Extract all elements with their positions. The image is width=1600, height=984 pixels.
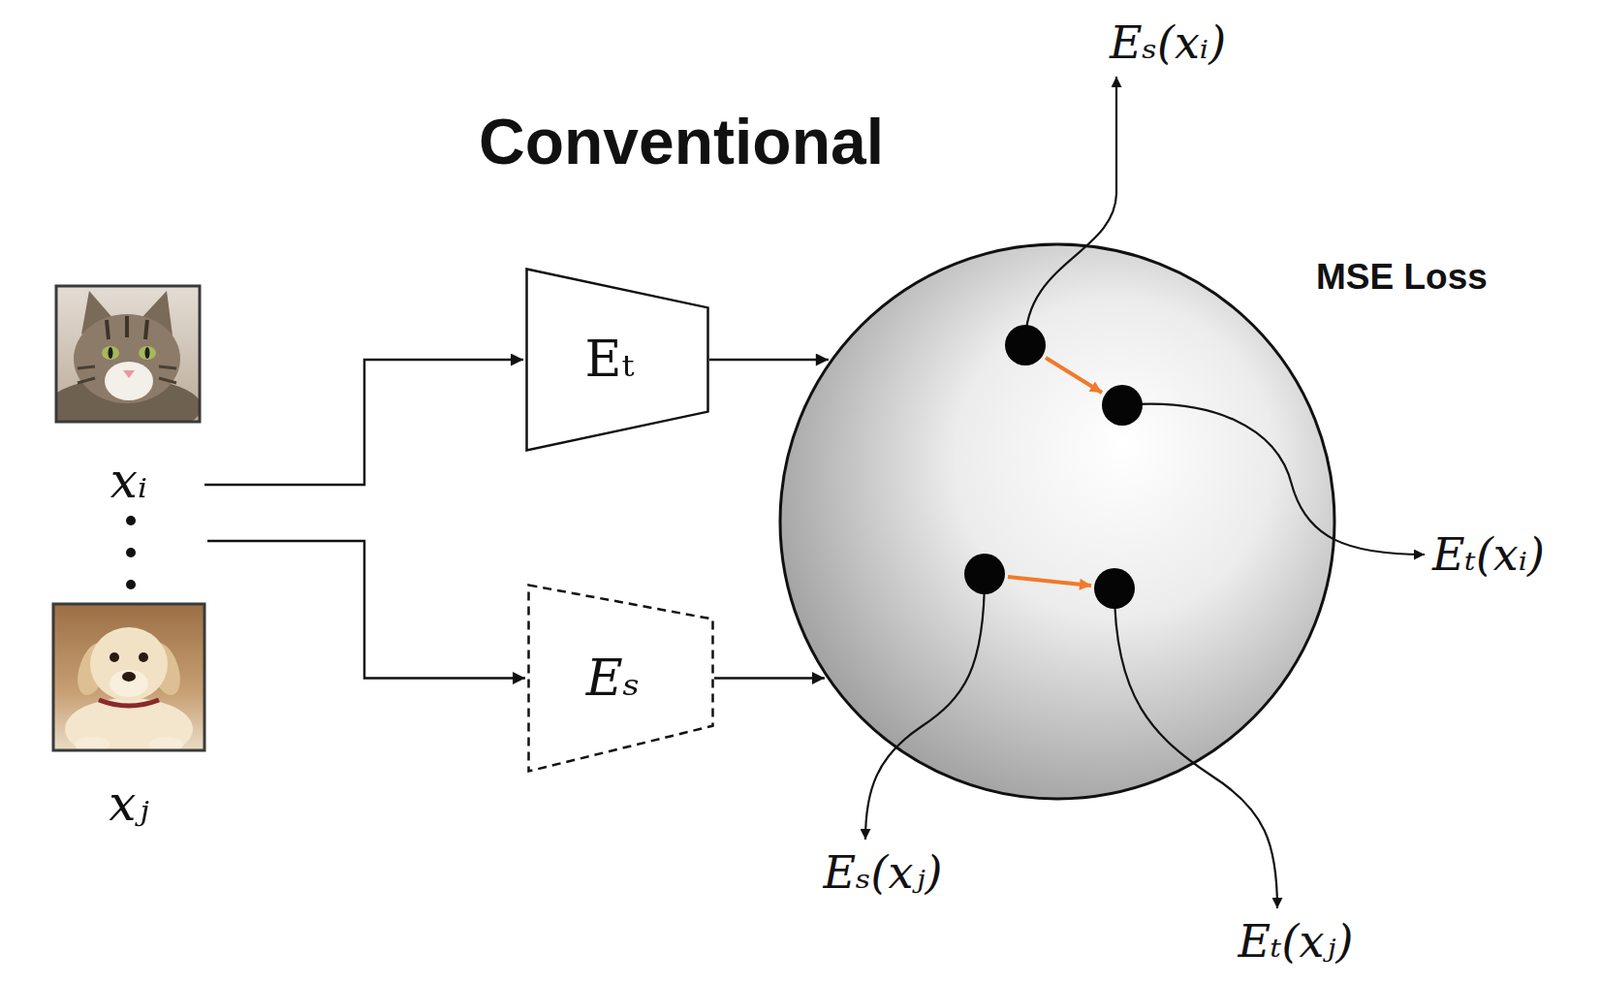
node-label: MSE Loss <box>1316 256 1488 299</box>
title-anchor: Conventional <box>478 105 884 180</box>
input-image: xⱼ <box>50 528 208 839</box>
cat-photo-part <box>145 346 151 359</box>
teacher-encoder: Eₜ <box>525 267 710 452</box>
cat-photo-part <box>138 345 157 360</box>
cat-photo-part <box>73 313 181 404</box>
embedding-sphere: MSE Loss <box>778 242 1337 801</box>
leader-line <box>1114 588 1278 909</box>
dog-photo-part <box>138 652 149 662</box>
image-frame <box>53 603 205 751</box>
cat-photo-part <box>77 366 177 383</box>
mse-arrows-part <box>1045 357 1102 393</box>
embedding-label: Eₜ(xᵢ) <box>1432 529 1545 581</box>
dog-photo-part <box>53 603 205 751</box>
dog-photo-part <box>148 736 184 751</box>
sphere-shape <box>780 244 1335 799</box>
cat-photo-part <box>56 285 200 422</box>
dog-photo-part <box>143 638 187 699</box>
mse-arrows <box>1007 357 1102 586</box>
ellipsis-dots-part <box>125 579 136 590</box>
embedding-dots-part <box>1094 567 1135 609</box>
leader-lines <box>865 76 1425 909</box>
dog-photo-part <box>98 699 159 706</box>
cat-photo-part <box>141 290 173 336</box>
dog-photo-part <box>71 638 115 699</box>
cat-photo-part <box>106 315 148 340</box>
node-label: xⱼ <box>108 776 149 833</box>
embedding-label: Eₛ(xᵢ) <box>1109 17 1226 69</box>
mse-arrows-part <box>1007 576 1092 586</box>
student-encoder: Eₛ <box>527 583 715 773</box>
dog-photo-part <box>74 736 110 751</box>
flow-arrow <box>714 676 825 680</box>
cat-photo-part <box>108 346 114 359</box>
flow-arrow <box>204 359 524 485</box>
label-anchor: Eₜ(xᵢ) <box>1432 529 1545 581</box>
dog-photo-part <box>64 697 193 751</box>
flow-arrow <box>709 358 829 362</box>
node-label: Eₛ <box>586 649 640 708</box>
embedding-dots-part <box>1004 324 1046 366</box>
ellipsis-dots-part <box>125 515 136 526</box>
image-frame <box>56 285 200 422</box>
dog-photo-part <box>109 669 149 697</box>
leader-line <box>865 573 985 840</box>
cat-photo-part <box>101 345 120 360</box>
cat-photo-part <box>104 361 154 401</box>
dog-photo-part <box>109 652 120 662</box>
input-image: xᵢ <box>53 282 205 516</box>
ellipsis-dots <box>125 515 136 590</box>
cat-photo-part <box>56 377 200 422</box>
dog-photo <box>53 603 205 751</box>
encoder-shape <box>529 585 714 772</box>
sphere-outline <box>778 242 1337 801</box>
node-label: xᵢ <box>110 453 148 510</box>
dog-photo-part <box>90 627 168 701</box>
node-label: Eₜ <box>585 330 635 389</box>
label-anchor: Eₛ(xᵢ) <box>1109 17 1226 69</box>
label-anchor: Eₛ(xⱼ) <box>822 847 942 899</box>
embedding-label: Eₛ(xⱼ) <box>822 847 942 899</box>
cat-photo <box>56 285 200 422</box>
leader-line <box>1025 76 1117 346</box>
encoder-shape <box>527 269 709 451</box>
flow-arrow <box>207 540 526 679</box>
embedding-dots-part <box>1101 384 1143 426</box>
cat-photo-part <box>81 290 115 335</box>
cat-photo-part <box>123 370 135 378</box>
embedding-label: Eₜ(xⱼ) <box>1238 915 1354 968</box>
ellipsis-dots-part <box>125 547 136 558</box>
embedding-dots-part <box>964 553 1005 595</box>
leader-line <box>1122 404 1425 555</box>
diagram-title: Conventional <box>478 105 884 180</box>
embedding-dots <box>964 324 1143 609</box>
label-anchor: Eₜ(xⱼ) <box>1238 915 1354 968</box>
dog-photo-part <box>122 671 136 682</box>
